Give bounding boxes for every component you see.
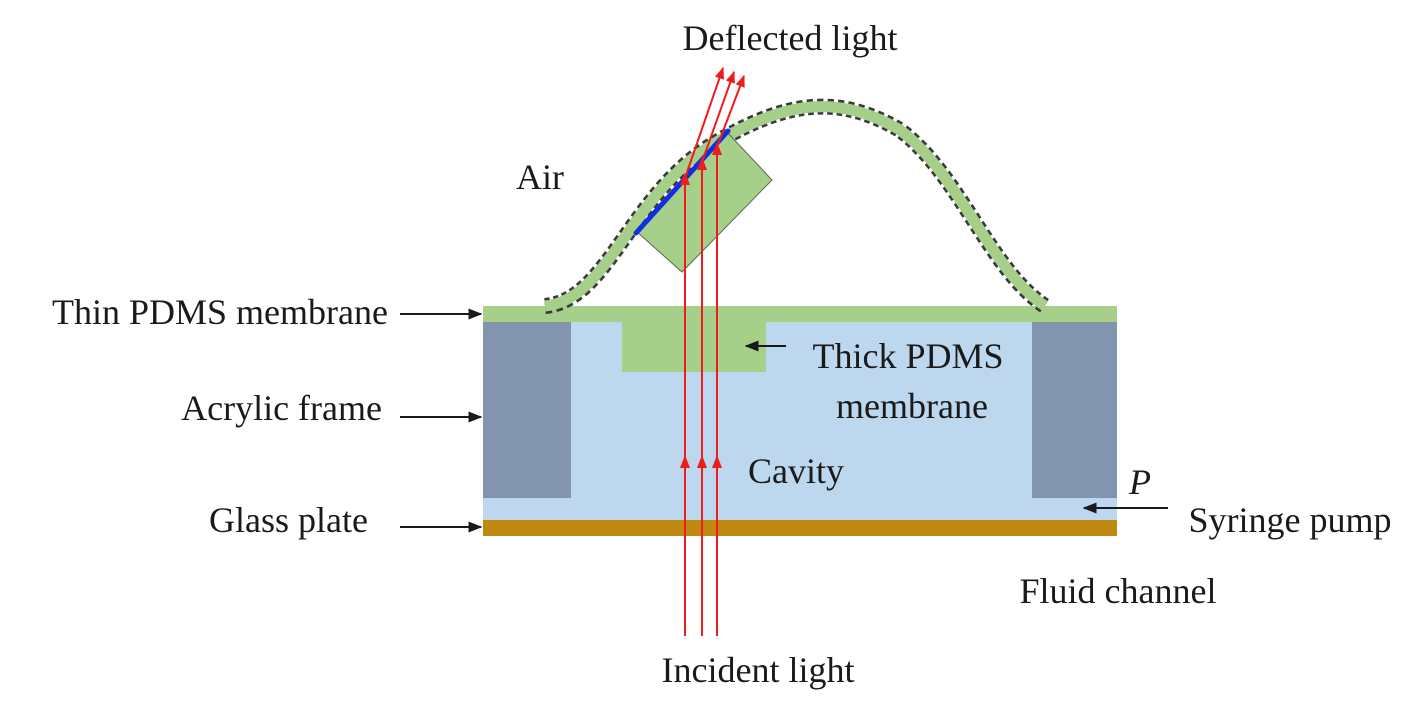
deformed-membrane [544, 101, 1049, 312]
deflected-light-rays [684, 66, 745, 179]
cavity-region [483, 318, 1117, 520]
acrylic-frame-left [483, 322, 571, 498]
incident-ray-arrows [680, 142, 722, 468]
air-label: Air [516, 157, 564, 197]
cavity-label: Cavity [748, 451, 844, 491]
thick-membrane-label-line2: membrane [836, 386, 988, 426]
thin-membrane-label: Thin PDMS membrane [52, 292, 388, 332]
deflected-light-label: Deflected light [683, 18, 898, 58]
thick-pdms-membrane [622, 322, 766, 372]
thin-pdms-membrane [483, 306, 1117, 322]
pressure-label: P [1128, 462, 1151, 502]
acrylic-frame-label: Acrylic frame [181, 388, 382, 428]
acrylic-frame-right [1032, 322, 1117, 498]
incident-light-label: Incident light [662, 650, 855, 690]
glass-plate [483, 520, 1117, 536]
incident-light-rays [684, 147, 718, 636]
glass-plate-label: Glass plate [209, 500, 368, 540]
syringe-pump-label: Syringe pump [1189, 500, 1392, 540]
fluid-channel-label: Fluid channel [1020, 571, 1217, 611]
thick-membrane-label-line1: Thick PDMS [812, 336, 1003, 376]
